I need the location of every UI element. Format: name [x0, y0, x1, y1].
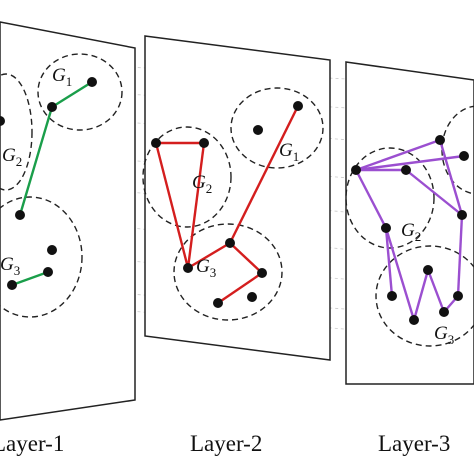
layer-2-group-3-circle: [173, 223, 283, 321]
layer-3-node-10: [409, 315, 419, 325]
layer-1-group-1-circle: [37, 53, 123, 131]
layer-1-node-3: [0, 116, 5, 126]
layer-1-label-g1: G1: [52, 65, 72, 89]
layer-2-label-g2: G2: [192, 172, 212, 196]
layer-2-edge-5: [154, 142, 190, 269]
layer-3-edge-6: [354, 169, 388, 229]
layer-2-caption: Layer-2: [190, 431, 262, 456]
layer-1-node-1: [87, 77, 97, 87]
layer-1-group-3-circle: [0, 196, 83, 318]
layer-3-nodes: [351, 135, 469, 325]
layer-1-group-2-circle: [0, 73, 33, 191]
layer-2-node-6: [183, 263, 193, 273]
layer-3-edges: [354, 138, 465, 321]
layer-2-nodes: [151, 101, 303, 308]
layer-2-node-8: [247, 292, 257, 302]
layer-3-edge-11: [456, 214, 464, 297]
layer-3-edge-4: [405, 169, 463, 216]
layer-3-edge-9: [426, 269, 446, 313]
layer-3-group-2-circle: [345, 147, 435, 249]
layer-3-node-1: [435, 135, 445, 145]
layer-2-node-3: [151, 138, 161, 148]
layer-3-caption: Layer-3: [378, 431, 450, 456]
layer-1-node-4: [15, 210, 25, 220]
layer-3-node-6: [381, 223, 391, 233]
layer-2-edge-7: [217, 272, 263, 304]
layer-3-node-11: [439, 307, 449, 317]
layer-2-group-2-circle: [142, 126, 232, 228]
layer-2-edge-1: [228, 105, 300, 244]
layer-3-panel: G2 G3: [345, 61, 474, 385]
layer-2-node-2: [253, 125, 263, 135]
layer-2-edges: [154, 105, 300, 304]
layer-1-edge-3: [11, 270, 49, 287]
layer-1-caption: Layer-1: [0, 431, 64, 456]
layer-3-node-4: [401, 165, 411, 175]
layer-1-edge-1: [51, 80, 93, 109]
layer-2-label-g1: G1: [279, 140, 299, 164]
layer-2-node-4: [199, 138, 209, 148]
layer-2-node-1: [293, 101, 303, 111]
layer-1-node-5: [47, 245, 57, 255]
layer-2-node-9: [213, 298, 223, 308]
layer-3-edge-12: [384, 227, 394, 297]
layer-2-panel: G1 G2 G3: [142, 35, 331, 361]
layer-2-edge-6: [229, 242, 263, 274]
layer-3-edge-8: [412, 269, 430, 321]
layer-3-group-3-circle: [375, 245, 474, 347]
layer-3-node-5: [457, 210, 467, 220]
layer-3-node-2: [459, 151, 469, 161]
layer-1-label-g2: G2: [2, 145, 22, 169]
layer-2-edge-2: [187, 241, 231, 270]
layer-1-node-7: [7, 280, 17, 290]
layer-1-edges: [11, 80, 93, 287]
layer-1-panel: G1 G2 G3: [0, 21, 136, 421]
layer-2-group-1-circle: [230, 87, 324, 169]
layer-3-edge-7: [384, 227, 416, 321]
layer-2-node-7: [257, 268, 267, 278]
layer-3-node-3: [351, 165, 361, 175]
layer-3-label-g2: G2: [401, 220, 421, 244]
layer-3-node-7: [423, 265, 433, 275]
layer-1-plane: [0, 21, 136, 421]
layer-2-node-5: [225, 238, 235, 248]
layer-3-node-8: [387, 291, 397, 301]
layer-3-edge-1: [355, 138, 441, 172]
layer-2-label-g3: G3: [196, 256, 216, 280]
layer-1-node-2: [47, 102, 57, 112]
layer-1-edge-2: [18, 106, 54, 216]
layer-2-edge-3: [186, 142, 206, 269]
layer-3-label-g3: G3: [434, 323, 454, 347]
layer-2-plane: [144, 35, 331, 361]
layer-3-node-9: [453, 291, 463, 301]
layer-1-label-g3: G3: [0, 254, 20, 278]
layer-1-node-6: [43, 267, 53, 277]
layer-1-nodes: [0, 77, 97, 290]
layer-3-edge-3: [438, 139, 464, 216]
